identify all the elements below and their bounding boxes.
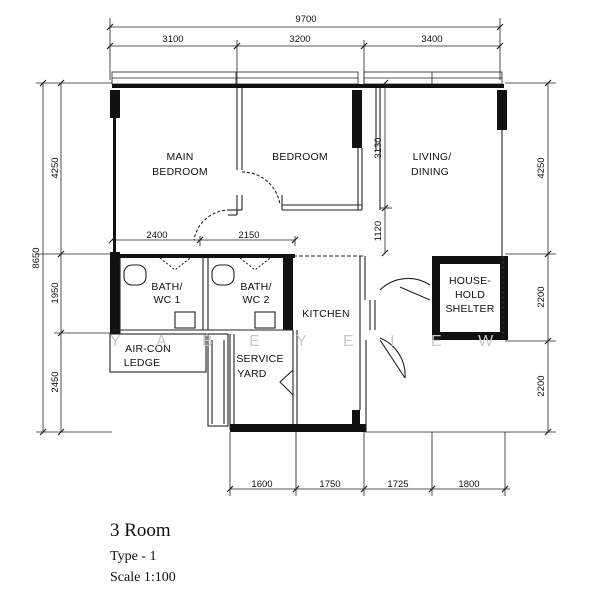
dim-inner-width-1: 2400 — [146, 230, 167, 241]
dim-inner-width-2: 2150 — [238, 230, 259, 241]
room-service-yard-line1: SERVICE — [236, 353, 283, 365]
room-shelter-line3: SHELTER — [445, 303, 494, 315]
room-kitchen: KITCHEN — [302, 308, 350, 320]
caption-scale: Scale 1:100 — [110, 570, 176, 585]
dim-right-2: 2200 — [536, 286, 547, 307]
watermark: Y A B E Y E I E W — [110, 333, 509, 350]
dim-top-2: 3200 — [289, 34, 310, 45]
floor-plan: 9700 3100 3200 3400 8650 4250 1950 2450 … — [31, 14, 556, 496]
caption-type: Type - 1 — [110, 549, 157, 564]
thin-walls — [109, 88, 503, 432]
room-bedroom: BEDROOM — [272, 151, 328, 163]
dim-bottom-1: 1600 — [251, 479, 272, 490]
dimension-labels: 9700 3100 3200 3400 8650 4250 1950 2450 … — [31, 14, 547, 490]
room-bath2-line2: WC 2 — [242, 294, 269, 306]
room-service-yard-line2: YARD — [237, 368, 266, 380]
dim-left-2: 1950 — [50, 282, 61, 303]
dim-inner-height-2: 1120 — [373, 221, 384, 241]
dim-left-1: 4250 — [50, 157, 61, 178]
caption-title: 3 Room — [110, 520, 171, 541]
room-labels: MAIN BEDROOM BEDROOM LIVING/ DINING BATH… — [124, 151, 495, 380]
room-bath1-line1: BATH/ — [151, 281, 182, 293]
room-living-line1: LIVING/ — [413, 151, 452, 163]
walls — [110, 84, 508, 432]
dim-top-total: 9700 — [295, 14, 316, 25]
dim-inner-height-1: 3130 — [373, 137, 384, 158]
room-shelter-line2: HOLD — [455, 289, 485, 301]
room-main-bedroom-line2: BEDROOM — [152, 166, 208, 178]
dim-left-3: 2450 — [50, 371, 61, 392]
room-bath2-line1: BATH/ — [240, 281, 271, 293]
room-bath1-line2: WC 1 — [153, 294, 180, 306]
dim-right-1: 4250 — [536, 157, 547, 178]
room-main-bedroom-line1: MAIN — [166, 151, 193, 163]
room-aircon-line2: LEDGE — [124, 357, 161, 369]
dim-bottom-4: 1800 — [458, 479, 479, 490]
room-living-line2: DINING — [411, 166, 449, 178]
dim-bottom-3: 1725 — [387, 479, 408, 490]
dim-bottom-2: 1750 — [319, 479, 340, 490]
dim-top-1: 3100 — [162, 34, 183, 45]
room-aircon-line1: AIR-CON — [125, 343, 171, 355]
dim-top-3: 3400 — [421, 34, 442, 45]
dim-right-3: 2200 — [536, 375, 547, 396]
room-shelter-line1: HOUSE- — [449, 275, 491, 287]
dimension-ticks — [39, 23, 552, 493]
dim-left-total: 8650 — [31, 247, 42, 268]
